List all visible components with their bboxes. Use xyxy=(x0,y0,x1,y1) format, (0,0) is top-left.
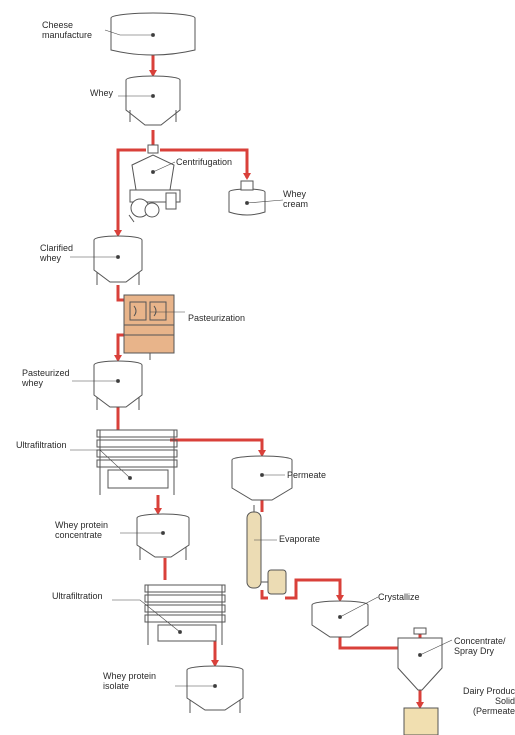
label-dairy-product-solids: Dairy Produc Solid (Permeate xyxy=(462,686,515,716)
pipe-uf-to-permeate xyxy=(170,438,264,455)
evaporator xyxy=(246,505,287,595)
label-concentrate-spray-dry: Concentrate/ Spray Dry xyxy=(454,636,506,656)
arrow-into-cream xyxy=(243,173,251,180)
arrow-into-wpc xyxy=(154,508,162,515)
pasteurized-whey-tank xyxy=(93,360,143,410)
label-evaporate: Evaporate xyxy=(279,534,321,544)
arrow-into-clarified xyxy=(114,230,122,237)
pasteurizer xyxy=(123,294,175,360)
pipe-centrifuge-to-cream xyxy=(160,148,249,178)
arrow-into-pasteurized xyxy=(114,355,122,362)
label-pasteurized-whey: Pasteurized whey xyxy=(22,368,70,388)
label-centrifugation: Centrifugation xyxy=(176,157,233,167)
crystallizer-tank xyxy=(311,600,369,638)
dairy-product-box xyxy=(403,707,439,735)
ultrafiltration-unit-2 xyxy=(144,584,226,645)
spray-dryer xyxy=(397,627,443,691)
whey-tank xyxy=(125,75,181,126)
whey-cream-tank xyxy=(228,180,266,216)
label-whey: Whey xyxy=(90,88,114,98)
pipe-centrifuge-to-clarified xyxy=(116,148,146,235)
flow-arrows xyxy=(114,70,424,709)
permeate-tank xyxy=(231,455,293,501)
arrow-into-permeate xyxy=(258,450,266,457)
arrow-into-product xyxy=(416,702,424,709)
arrow-into-wpi xyxy=(211,660,219,667)
flow-pipes xyxy=(116,55,422,705)
label-whey-cream: Whey cream xyxy=(283,189,309,209)
label-ultrafiltration-2: Ultrafiltration xyxy=(52,591,103,601)
label-ultrafiltration-1: Ultrafiltration xyxy=(16,440,67,450)
label-whey-protein-isolate: Whey protein isolate xyxy=(103,671,157,691)
pipe-evaporator-to-flash xyxy=(260,590,268,600)
arrow-into-crystallizer xyxy=(336,595,344,602)
label-whey-protein-concentrate: Whey protein concentrate xyxy=(55,520,109,540)
label-permeate: Permeate xyxy=(287,470,327,480)
label-cheese-manufacture: Cheese manufacture xyxy=(42,20,93,40)
wpc-tank xyxy=(136,513,190,560)
label-crystallize: Crystallize xyxy=(378,592,420,602)
arrow-into-whey xyxy=(149,70,157,77)
cheese-manufacture-tank xyxy=(110,12,196,56)
ultrafiltration-unit-1 xyxy=(96,429,178,495)
label-clarified-whey: Clarified whey xyxy=(40,243,74,263)
clarified-whey-tank xyxy=(93,235,143,285)
wpi-tank xyxy=(186,665,244,713)
centrifuge xyxy=(128,144,181,223)
pipe-flash-to-crystallizer xyxy=(285,578,342,600)
label-pasteurization: Pasteurization xyxy=(188,313,246,323)
leader-lines xyxy=(70,29,453,687)
